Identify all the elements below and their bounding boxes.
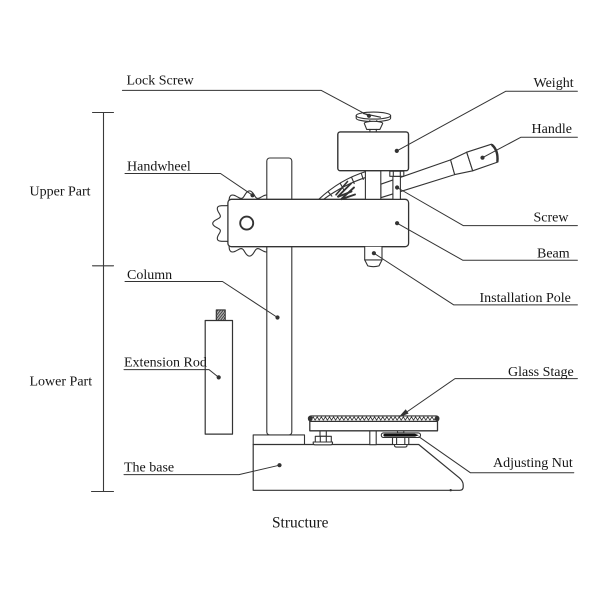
dimension-line [90, 111, 115, 493]
label-screw: Screw [534, 211, 570, 226]
leader-handwheel [124, 173, 255, 198]
handle-grip-end-shade [491, 144, 499, 163]
leader-handle [480, 136, 578, 160]
label-handwheel: Handwheel [127, 160, 191, 175]
glass-stage-shape [307, 415, 440, 448]
label-weight: Weight [534, 76, 574, 91]
leader-the-base [123, 463, 282, 476]
weight-post [364, 170, 382, 200]
label-handle: Handle [532, 122, 572, 137]
caption-structure: Structure [272, 515, 329, 532]
base-shape [252, 443, 464, 492]
leader-glass-stage [398, 378, 578, 418]
label-installation-pole: Installation Pole [480, 291, 571, 306]
leader-adjusting-nut [418, 436, 575, 474]
label-extension-rod: Extension Rod [124, 356, 207, 371]
lock-screw-shape [355, 111, 392, 133]
stage-plate [309, 420, 439, 432]
leader-screw [395, 185, 578, 227]
beam-hole [239, 215, 255, 231]
installation-pole-shape [364, 246, 383, 268]
label-glass-stage: Glass Stage [508, 365, 574, 380]
label-beam: Beam [537, 247, 570, 262]
leader-column [124, 281, 280, 320]
beam-shape [227, 198, 410, 248]
leader-installation-pole [371, 251, 578, 306]
extension-rod-shape [204, 309, 234, 435]
stage-center-post [369, 430, 377, 446]
label-lower-part: Lower Part [30, 375, 93, 390]
adjusting-nut-shape [380, 430, 422, 448]
stage-glass-band [307, 415, 440, 422]
weight-shape [337, 131, 410, 172]
label-upper-part: Upper Part [30, 185, 91, 200]
label-the-base: The base [124, 461, 174, 476]
linkage-ribbon [318, 170, 368, 201]
label-lock-screw: Lock Screw [127, 74, 195, 89]
stage-left-bolt [312, 430, 334, 446]
leader-extension-rod [123, 369, 221, 380]
leader-lines [121, 89, 578, 476]
leader-lock-screw [121, 89, 372, 118]
label-adjusting-nut: Adjusting Nut [493, 456, 573, 471]
labels: Lock Screw Handwheel Column Extension Ro… [30, 74, 574, 532]
leader-weight [394, 90, 578, 153]
machine-drawing [204, 111, 499, 492]
column-foot [252, 434, 306, 446]
label-column: Column [127, 268, 172, 283]
leader-beam [395, 221, 578, 261]
